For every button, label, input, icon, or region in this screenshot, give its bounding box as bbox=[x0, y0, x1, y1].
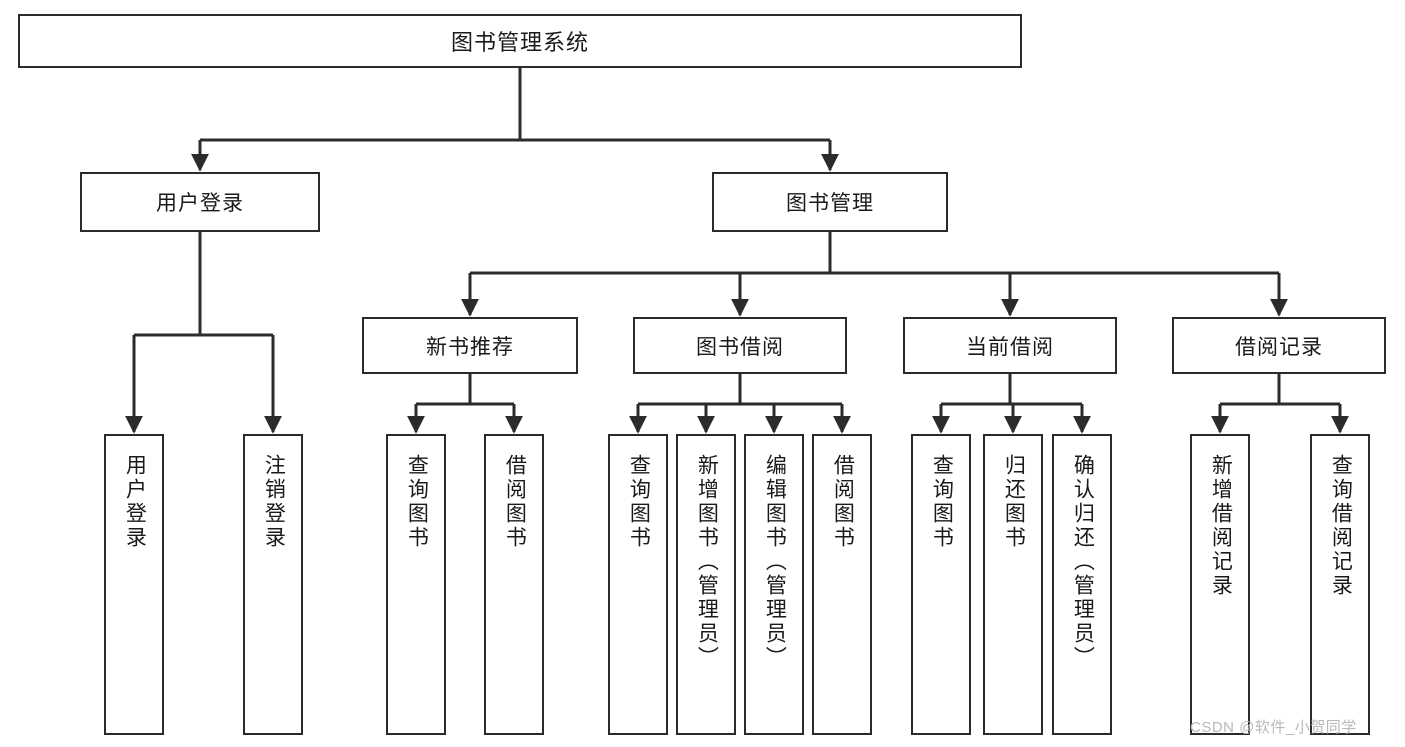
leaf-user-login-label: 用户登录 bbox=[123, 454, 147, 550]
node-user-login-label: 用户登录 bbox=[156, 192, 244, 215]
csdn-watermark: CSDN @软件_小贺同学 bbox=[1190, 719, 1357, 736]
leaf-logout-label: 注销登录 bbox=[262, 454, 286, 550]
leaf-borrow-book-newbook[interactable]: 借阅图书 bbox=[484, 434, 544, 735]
node-book-borrow[interactable]: 图书借阅 bbox=[633, 317, 847, 374]
leaf-query-book-current-label: 查询图书 bbox=[930, 454, 954, 550]
leaf-add-borrow-record-label: 新增借阅记录 bbox=[1209, 454, 1233, 598]
leaf-borrow-book-newbook-label: 借阅图书 bbox=[503, 454, 527, 550]
leaf-borrow-book-borrow[interactable]: 借阅图书 bbox=[812, 434, 872, 735]
leaf-add-borrow-record[interactable]: 新增借阅记录 bbox=[1190, 434, 1250, 735]
leaf-edit-book-admin-label: 编辑图书（管理员） bbox=[763, 454, 787, 670]
node-root[interactable]: 图书管理系统 bbox=[18, 14, 1022, 68]
node-book-borrow-label: 图书借阅 bbox=[696, 335, 784, 359]
leaf-edit-book-admin[interactable]: 编辑图书（管理员） bbox=[744, 434, 804, 735]
leaf-add-book-admin[interactable]: 新增图书（管理员） bbox=[676, 434, 736, 735]
leaf-query-book-newbook[interactable]: 查询图书 bbox=[386, 434, 446, 735]
node-borrow-record-label: 借阅记录 bbox=[1235, 335, 1323, 359]
leaf-query-book-borrow-label: 查询图书 bbox=[627, 454, 651, 550]
node-new-book-recommend-label: 新书推荐 bbox=[426, 335, 514, 359]
leaf-query-borrow-record-label: 查询借阅记录 bbox=[1329, 454, 1353, 598]
node-user-login[interactable]: 用户登录 bbox=[80, 172, 320, 232]
leaf-query-book-borrow[interactable]: 查询图书 bbox=[608, 434, 668, 735]
leaf-logout[interactable]: 注销登录 bbox=[243, 434, 303, 735]
leaf-add-book-admin-label: 新增图书（管理员） bbox=[695, 454, 719, 670]
leaf-return-book[interactable]: 归还图书 bbox=[983, 434, 1043, 735]
node-current-borrow-label: 当前借阅 bbox=[966, 335, 1054, 359]
leaf-confirm-return-admin-label: 确认归还（管理员） bbox=[1071, 454, 1095, 670]
leaf-query-borrow-record[interactable]: 查询借阅记录 bbox=[1310, 434, 1370, 735]
node-book-management-label: 图书管理 bbox=[786, 192, 874, 215]
leaf-user-login[interactable]: 用户登录 bbox=[104, 434, 164, 735]
node-current-borrow[interactable]: 当前借阅 bbox=[903, 317, 1117, 374]
node-borrow-record[interactable]: 借阅记录 bbox=[1172, 317, 1386, 374]
node-new-book-recommend[interactable]: 新书推荐 bbox=[362, 317, 578, 374]
leaf-return-book-label: 归还图书 bbox=[1002, 454, 1026, 550]
leaf-confirm-return-admin[interactable]: 确认归还（管理员） bbox=[1052, 434, 1112, 735]
leaf-query-book-newbook-label: 查询图书 bbox=[405, 454, 429, 550]
node-root-label: 图书管理系统 bbox=[450, 30, 589, 55]
node-book-management[interactable]: 图书管理 bbox=[712, 172, 948, 232]
leaf-query-book-current[interactable]: 查询图书 bbox=[911, 434, 971, 735]
leaf-borrow-book-borrow-label: 借阅图书 bbox=[831, 454, 855, 550]
